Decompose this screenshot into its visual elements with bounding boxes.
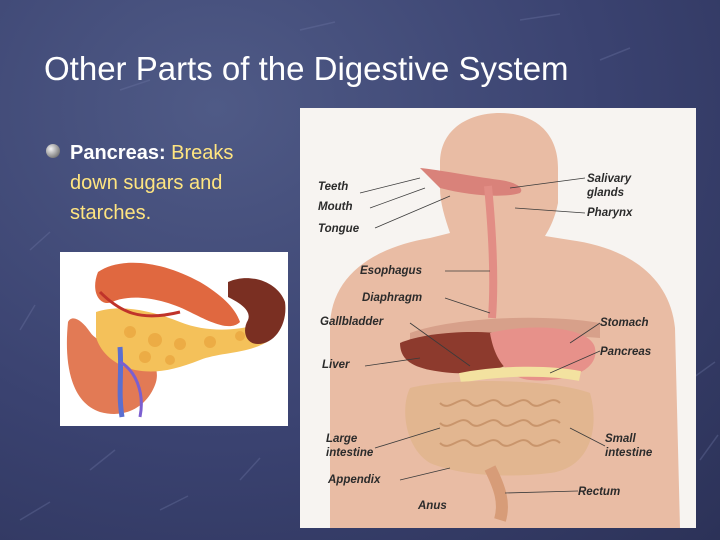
label-salivary-glands: Salivary glands	[587, 173, 632, 199]
label-liver: Liver	[322, 359, 350, 371]
bullet-term: Pancreas:	[70, 142, 166, 164]
label-gallbladder: Gallbladder	[320, 316, 384, 328]
bullet-icon	[46, 144, 60, 158]
label-mouth: Mouth	[318, 201, 353, 213]
label-rectum: Rectum	[578, 486, 621, 498]
label-small-intestine: Small intestine	[605, 433, 653, 459]
slide-title: Other Parts of the Digestive System	[44, 50, 569, 87]
pancreas-illustration	[60, 252, 288, 426]
label-anus: Anus	[418, 500, 447, 512]
label-teeth: Teeth	[318, 181, 349, 193]
bullet-text-start: Breaks	[165, 142, 234, 164]
label-diaphragm: Diaphragm	[362, 292, 423, 304]
label-large-intestine: Large intestine	[326, 433, 374, 459]
label-esophagus: Esophagus	[360, 265, 422, 277]
bullet-first-line: Pancreas: Breaks	[70, 138, 304, 168]
label-pancreas: Pancreas	[600, 346, 652, 358]
bullet-pancreas: Pancreas: Breaks	[46, 138, 304, 168]
digestive-system-diagram: Teeth Mouth Tongue Salivary glands Phary…	[300, 108, 696, 528]
label-appendix: Appendix	[328, 474, 381, 486]
bullet-continuation: down sugars and starches.	[70, 172, 223, 224]
label-pharynx: Pharynx	[587, 207, 633, 219]
label-tongue: Tongue	[318, 223, 360, 235]
label-stomach: Stomach	[600, 317, 649, 329]
